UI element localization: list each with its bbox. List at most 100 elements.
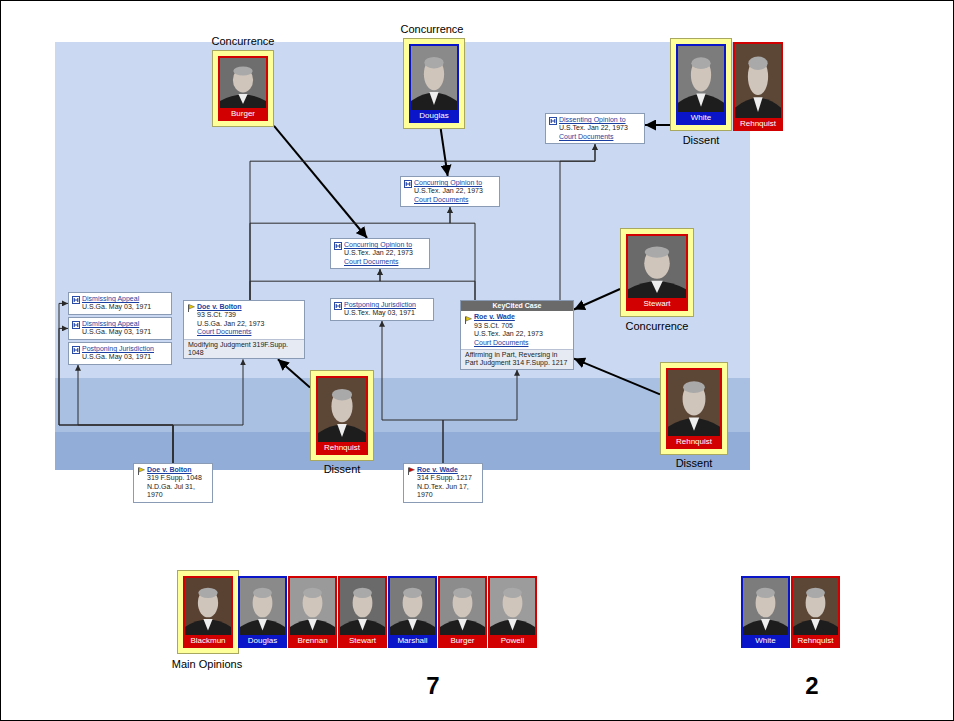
justice-name: Burger — [440, 635, 485, 646]
portrait-frame: Burger — [218, 56, 268, 121]
justice-portrait: Marshall — [388, 576, 437, 648]
icon-frame — [550, 118, 557, 125]
photo-backdrop — [678, 46, 724, 112]
opinion-arrow — [274, 126, 367, 238]
portrait-photo — [628, 236, 686, 298]
portrait-photo — [668, 370, 720, 436]
flag-icon — [407, 467, 415, 475]
justice-name: Burger — [220, 108, 266, 119]
case-text: Court Documents — [414, 196, 496, 204]
robe-shape — [390, 620, 435, 635]
portrait-frame: Douglas — [238, 576, 287, 648]
portrait-frame: Rehnquist — [666, 368, 722, 449]
portrait-photo — [290, 578, 335, 635]
flag-shape — [466, 317, 472, 322]
opinion-label: Concurrence — [626, 320, 689, 333]
portrait-frame: Douglas — [409, 44, 459, 123]
icon-mark — [74, 323, 78, 327]
collar-shape — [689, 418, 699, 431]
justice-name: Blackmun — [185, 635, 231, 646]
portrait-frame: White — [741, 576, 790, 648]
icon-frame — [73, 297, 80, 304]
collar-shape — [203, 619, 212, 630]
collar-shape — [696, 94, 705, 107]
panel-band — [55, 378, 750, 470]
justice-name: Rehnquist — [318, 442, 366, 453]
case-text: Dismissing Appeal — [82, 295, 168, 303]
icon-mark — [336, 244, 340, 248]
robe-shape — [411, 93, 457, 110]
hair-shape — [683, 381, 705, 393]
collar-shape — [308, 619, 317, 630]
portrait-frame: White — [676, 44, 726, 125]
hair-shape — [353, 588, 372, 598]
justice-name: White — [743, 635, 788, 646]
robe-shape — [743, 620, 788, 635]
hair-shape — [756, 588, 775, 598]
icon-mark — [551, 119, 555, 123]
flag-shape — [409, 468, 415, 473]
hair-shape — [233, 67, 252, 76]
portrait-frame: Powell — [488, 576, 537, 648]
case-text: U.S.Ga. May 03, 1971 — [82, 353, 168, 361]
collar-shape — [337, 424, 347, 437]
photo-backdrop — [290, 578, 335, 635]
case-box: KeyCited CaseRoe v. Wade93 S.Ct. 705U.S.… — [460, 300, 574, 370]
robe-shape — [628, 281, 686, 298]
photo-backdrop — [220, 58, 266, 108]
icon-frame — [73, 322, 80, 329]
photo-backdrop — [411, 46, 457, 110]
case-text: Dissenting Opinion to — [559, 116, 641, 124]
hair-shape — [332, 389, 352, 401]
case-text: Postponing Jurisdiction — [344, 301, 430, 309]
justice-portrait: Rehnquist — [733, 42, 783, 131]
justice-portrait: Powell — [488, 576, 537, 648]
robe-shape — [290, 620, 335, 635]
collar-shape — [458, 619, 467, 630]
case-text: N.D.Tex. Jun 17, 1970 — [417, 483, 479, 500]
case-text: U.S.Tex. Jan 22, 1973 — [344, 249, 426, 257]
opinion-label: Dissent — [676, 457, 713, 470]
hair-shape — [424, 57, 443, 69]
case-text: Concurring Opinion to — [414, 179, 496, 187]
case-text: Affirming in Part, Reversing in Part Jud… — [461, 349, 573, 369]
case-text: Court Documents — [474, 339, 570, 347]
hair-shape — [691, 57, 710, 69]
portrait-photo — [678, 46, 724, 112]
case-box: Concurring Opinion toU.S.Tex. Jan 22, 19… — [330, 238, 430, 269]
history-link — [78, 365, 173, 463]
icon-frame — [335, 303, 342, 310]
case-text: Concurring Opinion to — [344, 241, 426, 249]
case-box: Dismissing AppealU.S.Ga. May 03, 1971 — [68, 292, 172, 315]
justice-portrait: Rehnquist — [310, 370, 374, 461]
hair-shape — [198, 588, 217, 598]
justice-portrait: Rehnquist — [791, 576, 840, 648]
collar-shape — [651, 281, 663, 293]
case-text: 319 F.Supp. 1048 — [147, 474, 209, 482]
case-text: Court Documents — [344, 258, 426, 266]
portrait-photo — [185, 578, 231, 635]
collar-shape — [429, 92, 438, 105]
icon-frame — [73, 347, 80, 354]
flag-shape — [139, 468, 145, 473]
photo-backdrop — [793, 578, 838, 635]
case-box: Concurring Opinion toU.S.Tex. Jan 22, 19… — [400, 176, 500, 207]
opinion-label: Dissent — [324, 463, 361, 476]
portrait-frame: Brennan — [288, 576, 337, 648]
photo-backdrop — [735, 44, 781, 118]
flag-shape — [189, 305, 195, 310]
face-shape — [233, 68, 253, 93]
case-box: Roe v. Wade314 F.Supp. 1217N.D.Tex. Jun … — [403, 463, 483, 503]
photo-backdrop — [240, 578, 285, 635]
robe-shape — [668, 418, 720, 436]
justice-portrait: Blackmun — [177, 570, 239, 654]
justice-portrait: White — [741, 576, 790, 648]
portrait-photo — [411, 46, 457, 110]
case-text: U.S.Tex. Jan 22, 1973 — [474, 330, 570, 338]
robe-shape — [735, 98, 781, 118]
robe-shape — [220, 95, 266, 109]
hair-shape — [453, 588, 472, 598]
history-icon — [334, 242, 342, 250]
